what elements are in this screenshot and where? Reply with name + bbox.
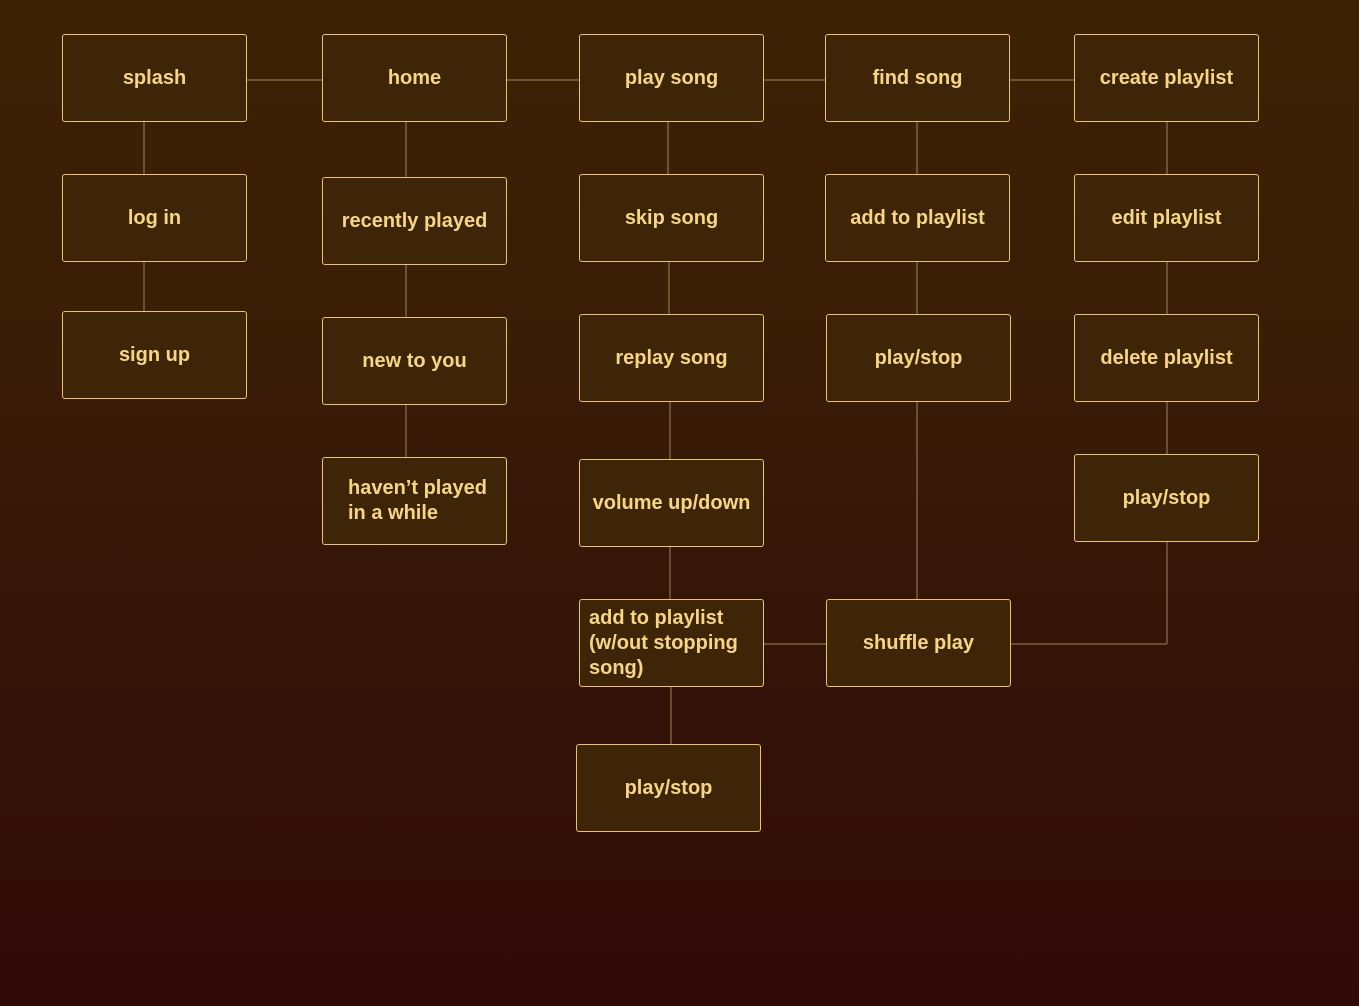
node-create-playlist[interactable]: create playlist [1074, 34, 1259, 122]
node-edit-playlist[interactable]: edit playlist [1074, 174, 1259, 262]
node-log-in[interactable]: log in [62, 174, 247, 262]
node-label: sign up [118, 343, 191, 366]
node-play-stop-find[interactable]: play/stop [826, 314, 1011, 402]
node-shuffle-play[interactable]: shuffle play [826, 599, 1011, 687]
node-delete-playlist[interactable]: delete playlist [1074, 314, 1259, 402]
node-label: splash [122, 66, 187, 89]
node-label: volume up/down [592, 491, 751, 514]
node-label: play song [624, 66, 719, 89]
node-replay-song[interactable]: replay song [579, 314, 764, 402]
node-label: edit playlist [1111, 206, 1222, 229]
node-play-song[interactable]: play song [579, 34, 764, 122]
node-play-stop-song[interactable]: play/stop [576, 744, 761, 832]
node-home[interactable]: home [322, 34, 507, 122]
node-label: play/stop [874, 346, 963, 369]
node-label: add to playlist (w/out stopping song) [589, 606, 738, 679]
node-label: create playlist [1099, 66, 1234, 89]
node-havent-played[interactable]: haven’t played in a while [322, 457, 507, 545]
node-add-to-playlist[interactable]: add to playlist [825, 174, 1010, 262]
node-skip-song[interactable]: skip song [579, 174, 764, 262]
node-play-stop-playlist[interactable]: play/stop [1074, 454, 1259, 542]
node-label: add to playlist [850, 206, 985, 229]
node-label: skip song [624, 206, 719, 229]
node-label: haven’t played in a while [348, 477, 487, 524]
node-label: home [387, 66, 442, 89]
node-splash[interactable]: splash [62, 34, 247, 122]
node-label: shuffle play [862, 631, 975, 654]
node-label: recently played [341, 209, 488, 232]
node-label: find song [872, 66, 963, 89]
node-recently-played[interactable]: recently played [322, 177, 507, 265]
node-add-to-playlist-no-stop[interactable]: add to playlist (w/out stopping song) [579, 599, 764, 687]
node-label: replay song [615, 346, 728, 369]
node-find-song[interactable]: find song [825, 34, 1010, 122]
node-label: log in [127, 206, 182, 229]
node-volume[interactable]: volume up/down [579, 459, 764, 547]
node-label: play/stop [624, 776, 713, 799]
node-sign-up[interactable]: sign up [62, 311, 247, 399]
node-label: play/stop [1122, 486, 1211, 509]
node-label: new to you [362, 349, 467, 372]
node-label: delete playlist [1100, 346, 1233, 369]
node-new-to-you[interactable]: new to you [322, 317, 507, 405]
